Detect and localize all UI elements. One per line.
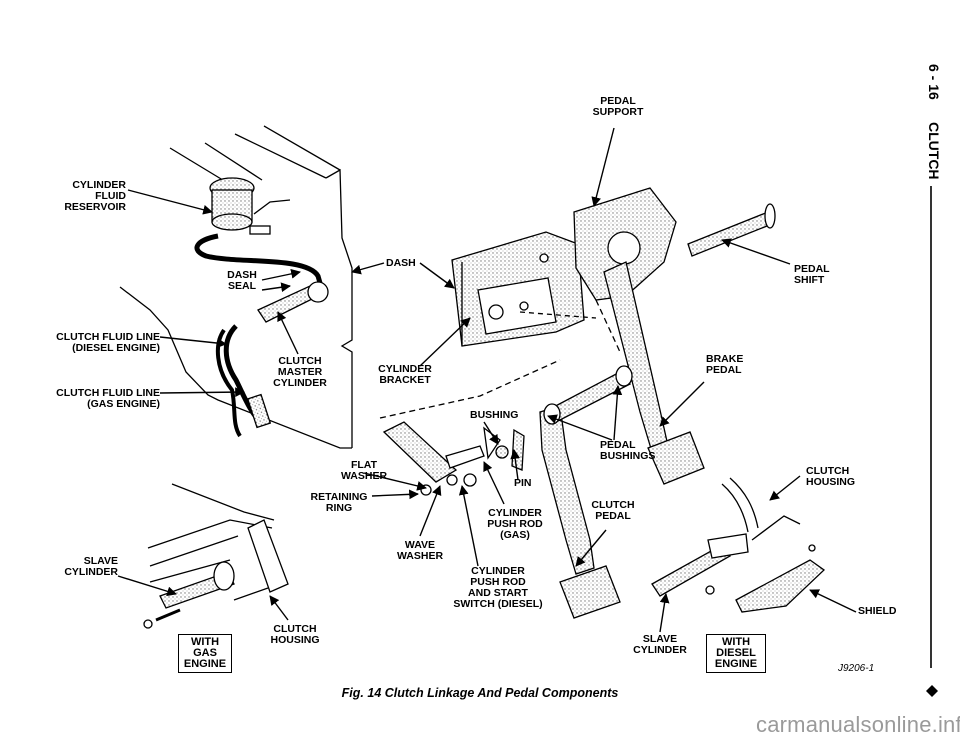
figure-caption: Fig. 14 Clutch Linkage And Pedal Compone… <box>341 686 619 700</box>
label-cylinder-push-rod-gas: CYLINDER PUSH ROD (GAS) <box>487 507 543 541</box>
label-brake-pedal: BRAKE PEDAL <box>706 353 744 376</box>
label-clutch-housing-left: CLUTCH HOUSING <box>270 623 320 646</box>
label-clutch-housing-right: CLUTCH HOUSING <box>806 465 856 488</box>
label-pedal-shift: PEDAL SHIFT <box>794 263 830 286</box>
label-clutch-pedal: CLUTCH PEDAL <box>591 499 635 522</box>
label-cylinder-bracket: CYLINDER BRACKET <box>378 363 432 386</box>
label-clutch-fluid-line-gas: CLUTCH FLUID LINE (GAS ENGINE) <box>56 387 160 410</box>
clutch-pedal-drawing <box>539 365 633 619</box>
label-shield: SHIELD <box>858 605 897 617</box>
leader-lines <box>117 127 857 633</box>
label-pedal-support: PEDAL SUPPORT <box>592 95 644 118</box>
label-clutch-fluid-line-diesel: CLUTCH FLUID LINE (DIESEL ENGINE) <box>56 331 160 354</box>
slave-cylinder-right-drawing <box>651 477 826 613</box>
dash-panel-drawing <box>119 125 353 449</box>
page-number: 6 - 16 <box>926 64 942 100</box>
label-cylinder-push-rod-diesel: CYLINDER PUSH ROD AND START SWITCH (DIES… <box>453 565 543 610</box>
diamond-icon <box>926 685 938 697</box>
label-wave-washer: WAVE WASHER <box>396 539 444 562</box>
box-with-gas-engine: WITH GAS ENGINE <box>178 634 232 673</box>
label-retaining-ring: RETAINING RING <box>310 491 368 514</box>
label-slave-cylinder-right: SLAVE CYLINDER <box>633 633 687 656</box>
reservoir-drawing <box>194 177 325 291</box>
section-title: CLUTCH <box>926 122 942 180</box>
watermark: carmanualsonline.info <box>756 712 960 737</box>
figure-code: J9206-1 <box>838 663 875 674</box>
brake-pedal-drawing <box>603 261 705 485</box>
label-flat-washer: FLAT WASHER <box>340 459 388 482</box>
label-cylinder-fluid-reservoir: CYLINDER FLUID RESERVOIR <box>64 179 126 213</box>
label-dash-seal: DASH SEAL <box>227 269 257 292</box>
label-pin: PIN <box>514 477 532 489</box>
label-bushing: BUSHING <box>470 409 519 421</box>
label-dash: DASH <box>386 257 416 269</box>
label-clutch-master-cylinder: CLUTCH MASTER CYLINDER <box>273 355 327 389</box>
slave-cylinder-left-drawing <box>143 483 289 629</box>
box-with-diesel-engine: WITH DIESEL ENGINE <box>706 634 766 673</box>
label-slave-cylinder-left: SLAVE CYLINDER <box>64 555 118 578</box>
master-cylinder-drawing <box>215 281 329 438</box>
pedal-support-drawing <box>451 187 677 353</box>
pedal-shaft-drawing <box>687 203 776 257</box>
label-pedal-bushings: PEDAL BUSHINGS <box>600 439 656 462</box>
push-rod-drawing <box>379 359 561 496</box>
